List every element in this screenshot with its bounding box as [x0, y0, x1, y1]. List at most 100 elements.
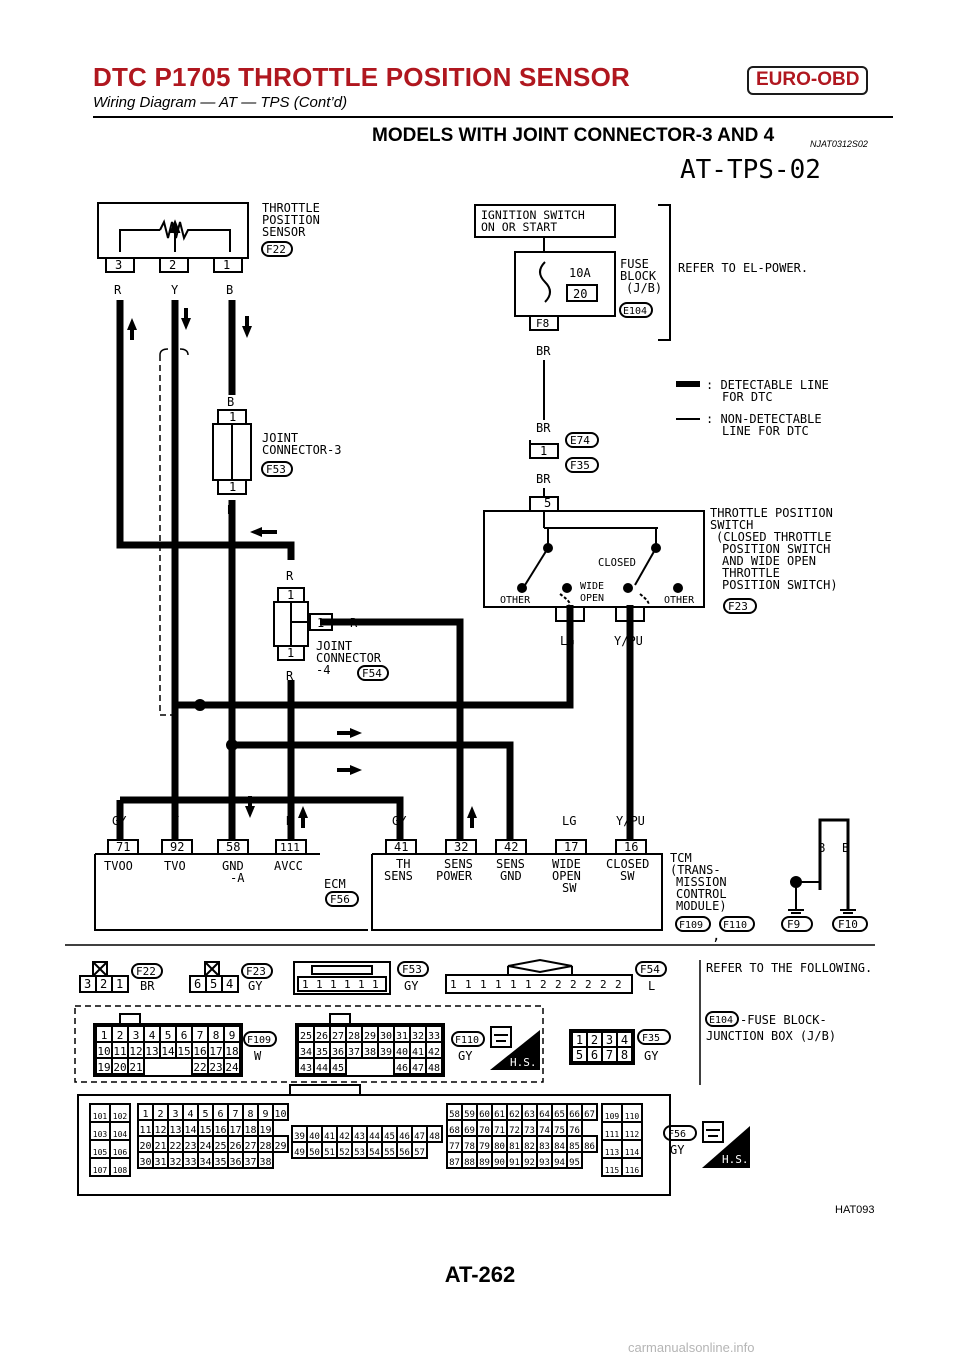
tcm-wire-lg: LG: [562, 814, 576, 828]
f110-view-color: GY: [458, 1049, 473, 1063]
f54-view-pin: 2: [540, 978, 547, 991]
f35-view-color: GY: [644, 1049, 659, 1063]
pin-number: 57: [414, 1148, 425, 1158]
jc3-wire-bottom: B: [227, 503, 234, 517]
fuse-block-pin-f8: F8: [536, 317, 549, 330]
pin-number: 15: [177, 1045, 190, 1058]
hs-icon: [702, 1121, 750, 1168]
pin-number: 18: [225, 1045, 238, 1058]
refer-junction-box: JUNCTION BOX (J/B): [706, 1029, 836, 1043]
pin-number: 43: [354, 1132, 365, 1142]
jc4-label-1: JOINT: [316, 639, 352, 653]
pin-number: 102: [113, 1112, 128, 1121]
pin-cell: [621, 1157, 643, 1177]
tcm-label-5: MODULE): [676, 899, 727, 913]
ecm-connector-id: F56: [330, 893, 350, 906]
tps-connector-id: F22: [266, 243, 286, 256]
pin-number: 81: [509, 1142, 520, 1152]
euro-obd-badge: EURO-OBD: [747, 66, 869, 95]
tpsw-connector-id: F23: [728, 600, 748, 613]
pin-number: 39: [294, 1132, 305, 1142]
pin-number: 33: [428, 1031, 440, 1042]
f110-hs-label: H.S.: [510, 1056, 537, 1069]
pin-number: 9: [229, 1029, 236, 1042]
pin-cell: [257, 1151, 274, 1169]
pin-number: 72: [509, 1126, 520, 1136]
pin-number: 4: [149, 1029, 156, 1042]
fuse-amperage: 10A: [569, 266, 591, 280]
refer-connector-e104: E104: [709, 1015, 733, 1026]
pin-cell: [566, 1151, 583, 1169]
f23-view-color: GY: [248, 979, 263, 993]
pin-number: 6: [217, 1109, 223, 1120]
pin-number: 103: [93, 1130, 108, 1139]
pin-number: 42: [428, 1047, 440, 1058]
f54-view-pin: 1: [495, 978, 502, 991]
pin-cell: [411, 1141, 428, 1159]
pin-number: 7: [197, 1029, 204, 1042]
pin-cell: [426, 1125, 443, 1143]
f23-view-pin-4: 4: [226, 977, 233, 991]
pin-cell: [272, 1135, 289, 1153]
pin-cell: [581, 1135, 598, 1153]
pin-cell: [272, 1103, 289, 1121]
tpsw-label-4: POSITION SWITCH: [722, 542, 830, 556]
tpsw-label-1: THROTTLE POSITION: [710, 506, 833, 520]
tcm-label-1: TCM: [670, 851, 692, 865]
f54-view-pin: 2: [570, 978, 577, 991]
pin-number: 24: [199, 1141, 211, 1152]
pin-number: 27: [244, 1141, 256, 1152]
pin-number: 16: [214, 1125, 226, 1136]
pin-number: 7: [606, 1048, 613, 1062]
pin-number: 36: [332, 1047, 344, 1058]
pin-number: 6: [591, 1048, 598, 1062]
pin-number: 1: [576, 1033, 583, 1047]
pin-number: 5: [202, 1109, 208, 1120]
f109-view-name: F109: [247, 1035, 271, 1046]
pin-number: 44: [316, 1063, 328, 1074]
jc3-label-1: JOINT: [262, 431, 298, 445]
pin-number: 1: [142, 1109, 148, 1120]
f56-view-color: GY: [670, 1143, 685, 1157]
pin-number: 22: [193, 1061, 206, 1074]
pin-number: 21: [154, 1141, 166, 1152]
pin-number: 27: [332, 1031, 344, 1042]
ignition-fuse-block: [474, 204, 671, 341]
f54-view-pin: 1: [465, 978, 472, 991]
refer-following: REFER TO THE FOLLOWING.: [706, 961, 872, 975]
pin-number: 40: [309, 1132, 320, 1142]
svg-text:,: ,: [712, 928, 720, 944]
pin-number: 20: [113, 1061, 126, 1074]
f54-view-color: L: [648, 979, 655, 993]
pin-number: 35: [214, 1157, 226, 1168]
ground-circuit: [781, 818, 868, 932]
connector-f23: [189, 961, 273, 993]
pin-number: 11: [139, 1125, 151, 1136]
pin-number: 116: [625, 1166, 640, 1175]
pin-number: 111: [605, 1130, 620, 1139]
fuse-block-label-1: FUSE: [620, 257, 649, 271]
pin-number: 3: [133, 1029, 140, 1042]
f35-view-name: F35: [642, 1033, 660, 1044]
pin-number: 52: [339, 1148, 350, 1158]
tcm-module: [371, 839, 663, 931]
tcm-th-sens-1: TH: [396, 857, 410, 871]
pin-number: 30: [380, 1031, 392, 1042]
pin-number: 26: [229, 1141, 241, 1152]
jc3-wire-top: B: [227, 395, 234, 409]
pin-number: 13: [169, 1125, 181, 1136]
pin-number: 6: [181, 1029, 188, 1042]
jc4-wire-top: R: [286, 569, 294, 583]
legend-detectable-1: : DETECTABLE LINE: [706, 378, 829, 392]
pin-number: 73: [524, 1126, 535, 1136]
f53-view-name: F53: [402, 963, 422, 976]
pin-number: 109: [605, 1112, 620, 1121]
tcm-wire-b: B: [506, 814, 513, 828]
f22-view-name: F22: [136, 965, 156, 978]
pin-number: 60: [479, 1110, 490, 1120]
f54-pins: 1 1 1 1 1 1 2 2 2 2 2 2: [450, 978, 622, 991]
f54-view-pin: 1: [525, 978, 532, 991]
tcm-closed-sw-1: CLOSED: [606, 857, 649, 871]
tpsw-label-7: POSITION SWITCH): [722, 578, 838, 592]
pin-number: 11: [113, 1045, 126, 1058]
